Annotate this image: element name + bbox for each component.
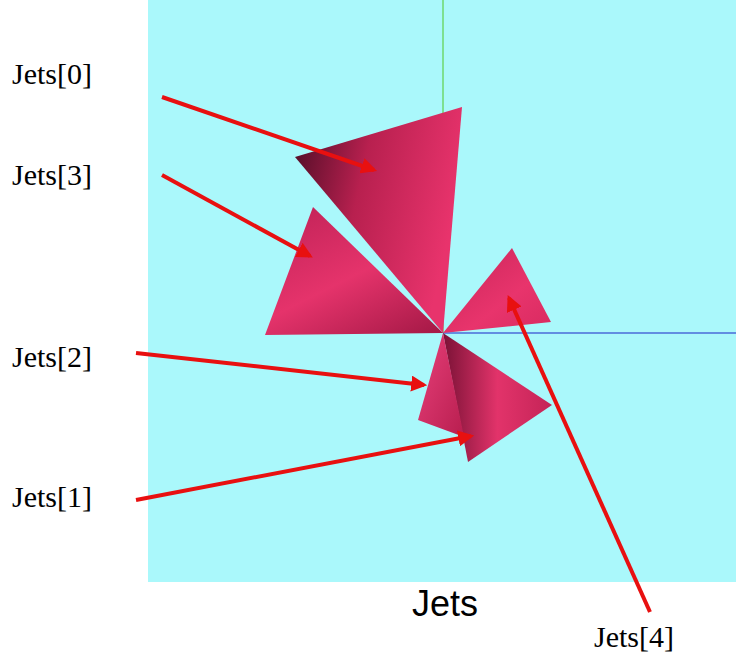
jet-label: Jets[2] [12,342,92,372]
figure-caption: Jets [412,586,478,622]
jet-label: Jets[0] [12,59,92,89]
jet-label: Jets[3] [12,160,92,190]
leader-arrow [136,353,424,385]
leader-arrow [136,436,471,500]
jet-cone [418,333,464,437]
leader-arrow [509,298,650,612]
viewport-background [148,0,736,582]
leader-arrow [162,97,374,170]
leader-arrow [162,175,310,256]
jet-label: Jets[4] [594,622,674,652]
jet-cone [443,333,552,462]
jet-cone [443,248,551,333]
jet-cone [265,207,443,335]
x-axis [443,332,736,334]
jet-label: Jets[1] [12,482,92,512]
